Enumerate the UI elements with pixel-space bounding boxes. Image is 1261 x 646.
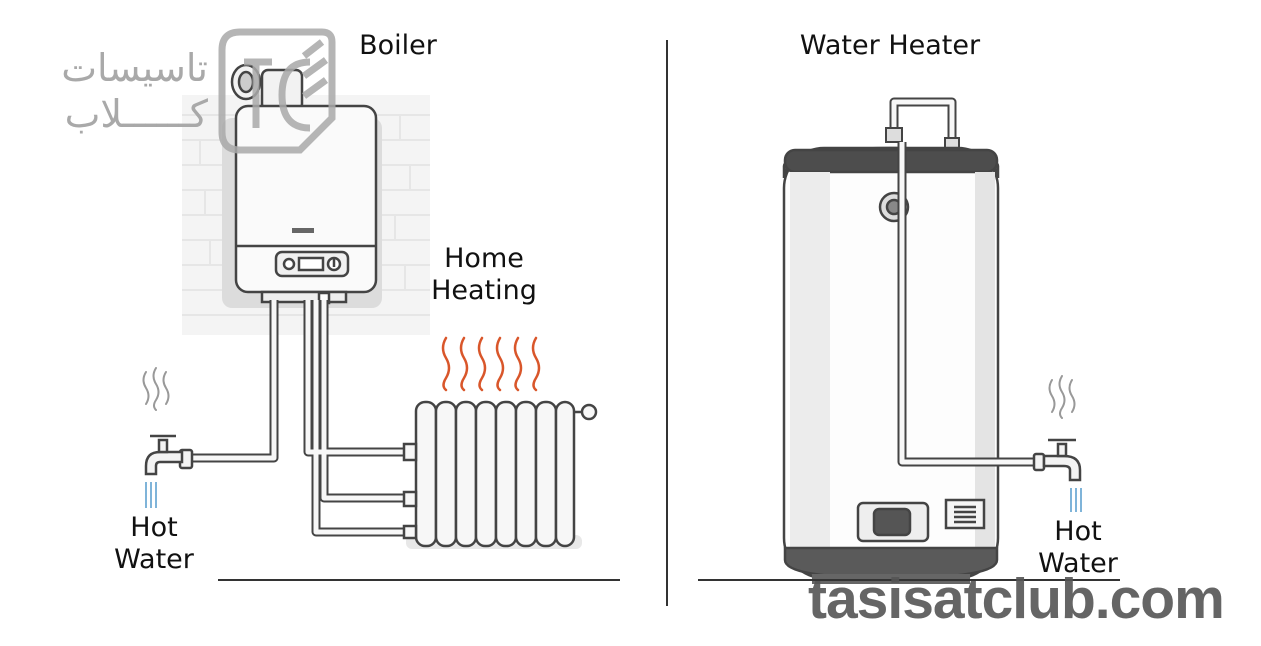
right-faucet-icon xyxy=(1032,438,1082,482)
water-heater-title: Water Heater xyxy=(799,30,981,61)
left-water-stream xyxy=(145,482,157,508)
right-steam-icon xyxy=(1048,375,1076,419)
right-hot-water-label-line2: Water xyxy=(1038,548,1118,579)
site-watermark: tasisatclub.com xyxy=(808,567,1225,631)
left-hot-water-label-line2: Water xyxy=(114,544,194,575)
right-water-stream xyxy=(1070,488,1082,512)
left-faucet-icon xyxy=(144,434,194,476)
tc-monogram-icon xyxy=(218,28,336,154)
home-heating-label-line1: Home xyxy=(444,243,524,274)
right-hot-water-label-line1: Hot xyxy=(1054,516,1102,547)
water-heater-tank xyxy=(782,146,1000,584)
boiler-unit xyxy=(234,104,378,305)
left-steam-icon xyxy=(142,367,170,411)
logo-line-1: تاسیسات xyxy=(61,46,208,90)
boiler-title: Boiler xyxy=(359,30,437,61)
radiator xyxy=(402,400,598,549)
heat-waves-icon xyxy=(441,336,541,392)
home-heating-label-line2: Heating xyxy=(431,275,537,306)
logo-line-2: کــــــلاب xyxy=(64,92,208,136)
left-hot-water-label-line1: Hot xyxy=(130,512,178,543)
